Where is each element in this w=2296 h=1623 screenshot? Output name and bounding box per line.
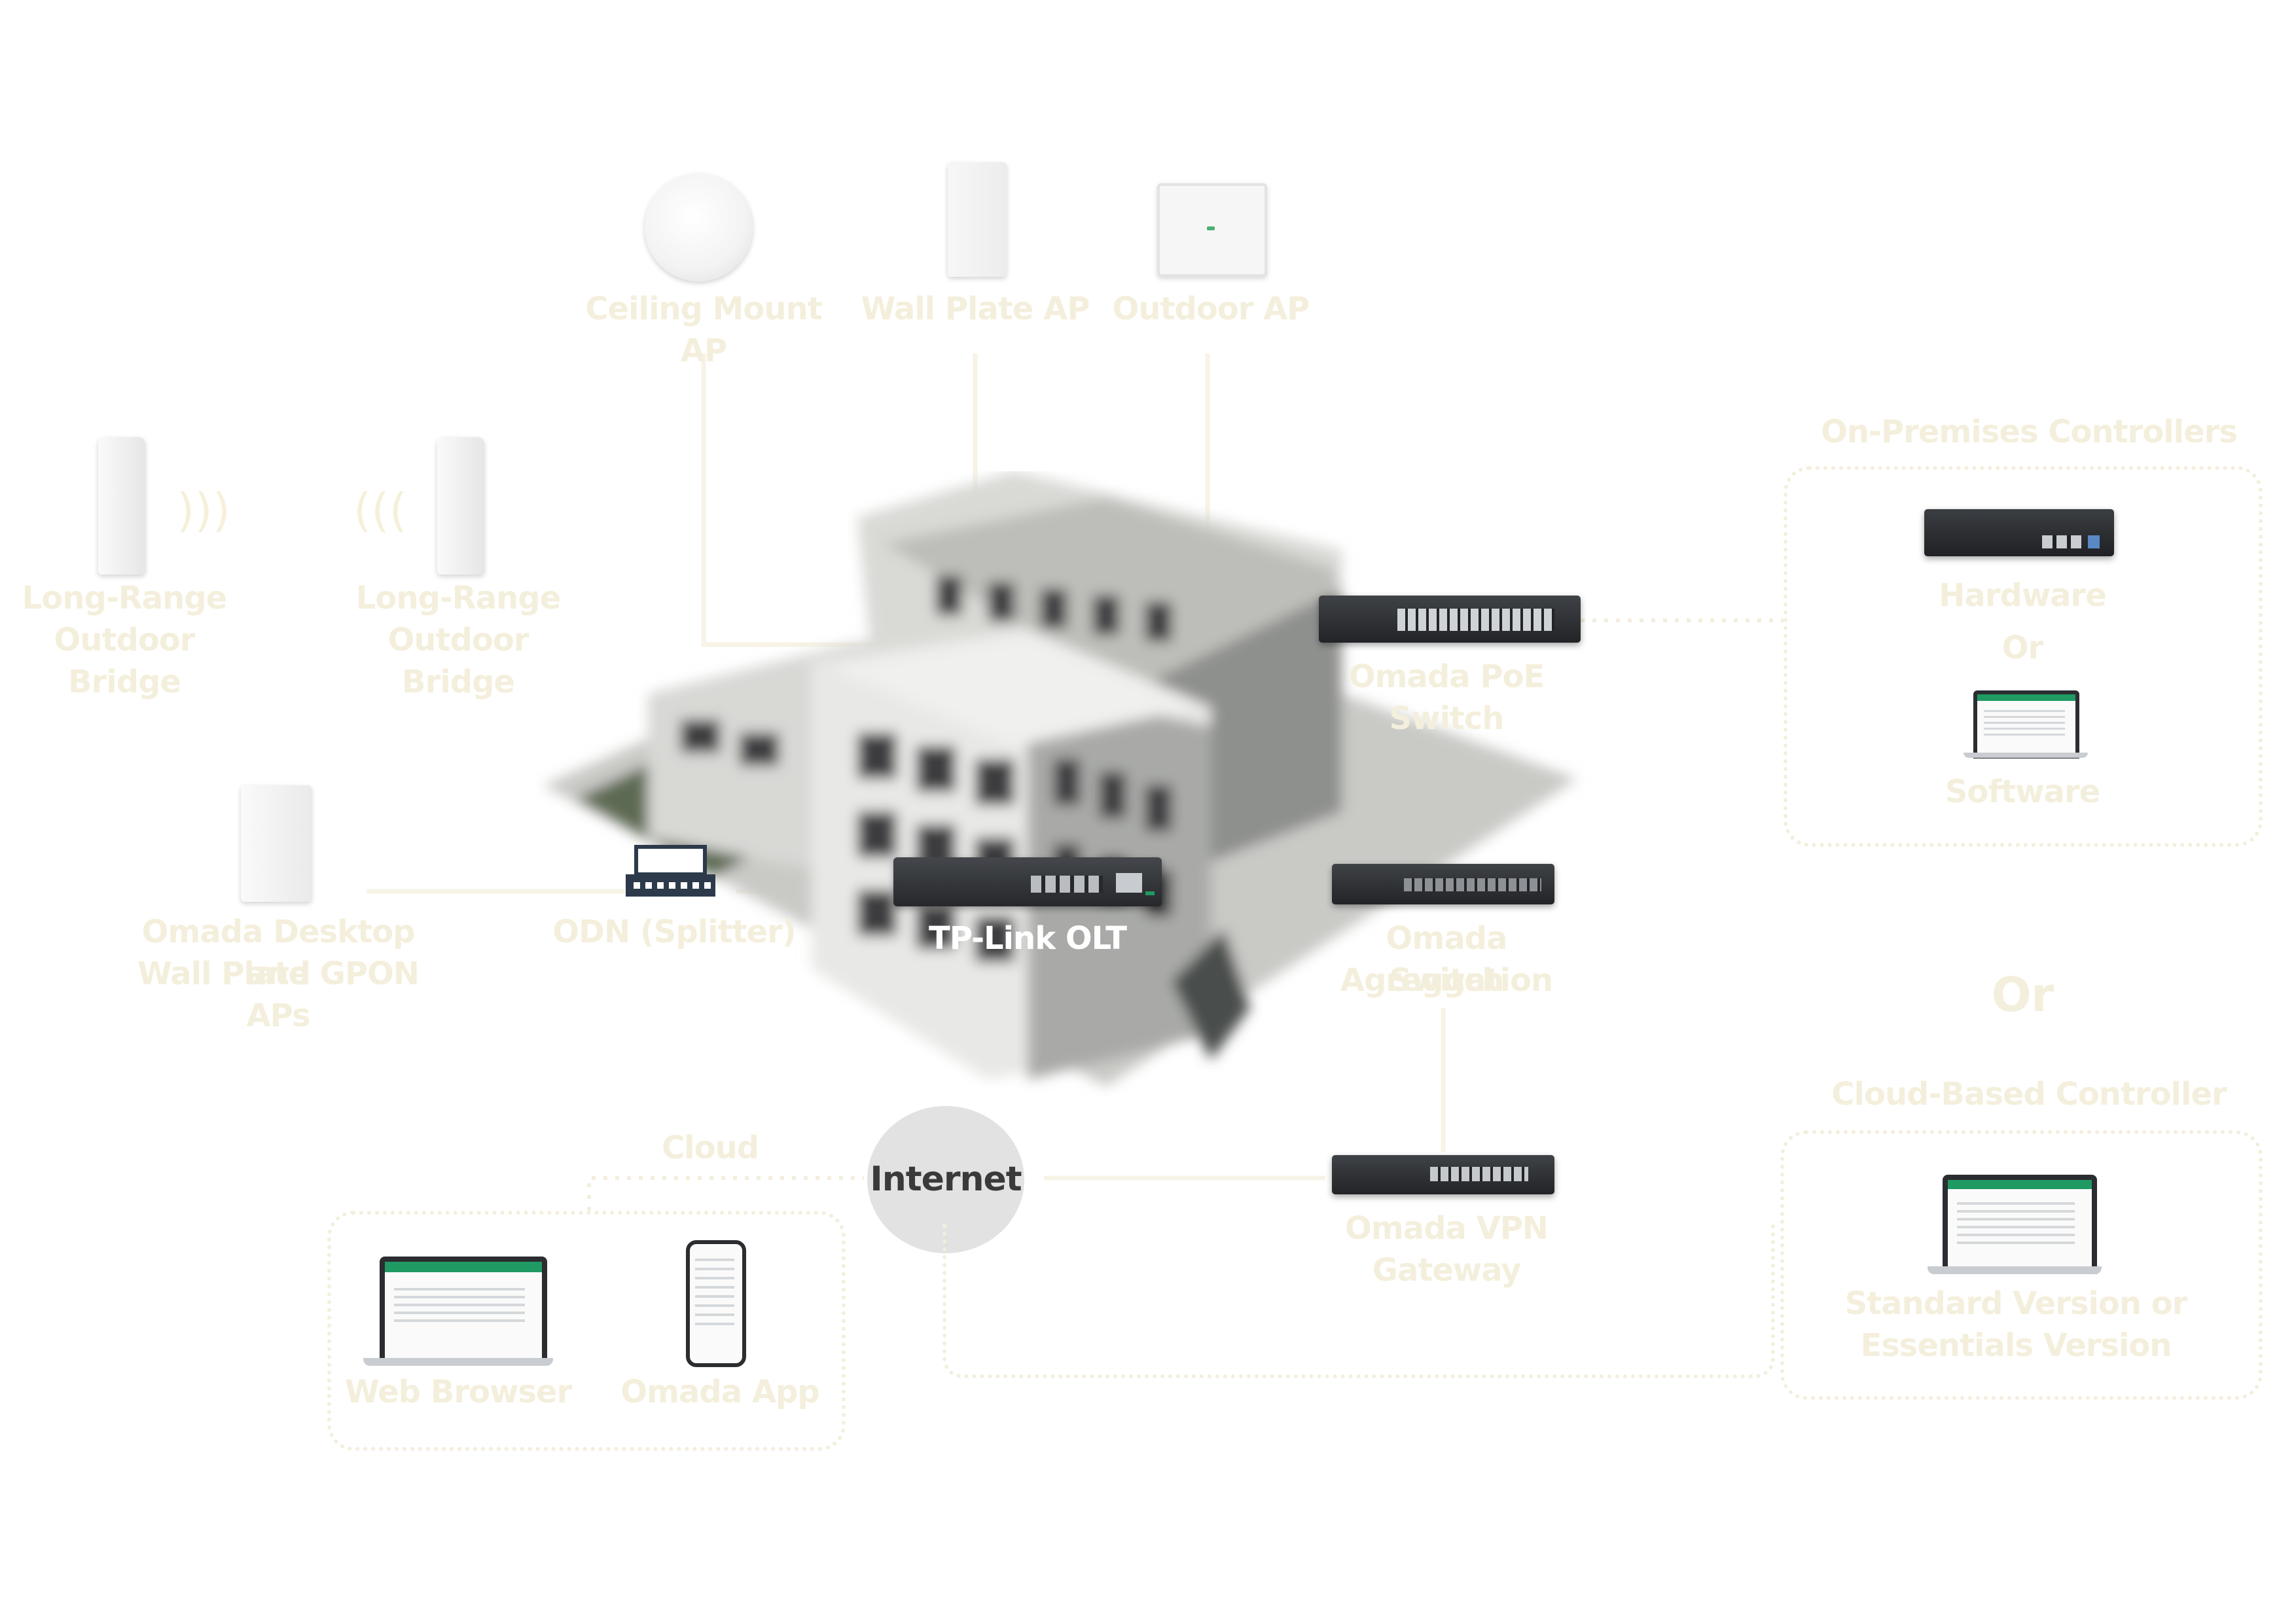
laptop-base <box>1928 1266 2102 1274</box>
vpn-gateway-label-1: Omada VPN <box>1344 1210 1549 1247</box>
software-label: Software <box>1945 774 2100 810</box>
cloud-label: Cloud <box>661 1130 759 1166</box>
cloud-box <box>327 1211 846 1451</box>
cloud-controller-title: Cloud-Based Controller <box>1831 1076 2227 1113</box>
poe-switch-label-1: Omada PoE <box>1348 658 1545 695</box>
cloud-controller-box <box>1780 1130 2263 1400</box>
hardware-label: Hardware <box>1939 577 2107 614</box>
wifi-signal-icon: ))) <box>177 484 230 537</box>
bridge-left-label-1: Long-Range <box>22 580 227 616</box>
or-big-label: Or <box>1991 967 2054 1022</box>
gpon-ap-label-1: Omada Desktop and <box>141 914 416 992</box>
aggregation-switch-icon <box>1332 864 1554 904</box>
hardware-controller-icon <box>1924 509 2114 556</box>
on-prem-box <box>1784 466 2263 847</box>
vpn-gateway-icon <box>1332 1155 1554 1194</box>
outdoor-ap-label: Outdoor AP <box>1112 291 1310 327</box>
ceiling-ap-label: Ceiling Mount AP <box>585 291 822 369</box>
line-cloud-internet <box>587 1176 864 1211</box>
olt-icon <box>893 857 1162 906</box>
outdoor-bridge-icon <box>437 437 484 575</box>
phone-icon <box>686 1240 746 1367</box>
gpon-ap-label-2: Wall Plate GPON APs <box>137 955 420 1034</box>
vpn-gateway-label-2: Gateway <box>1372 1252 1522 1289</box>
web-browser-label: Web Browser <box>344 1374 572 1410</box>
gateway-box <box>942 1224 1775 1378</box>
or-small-label: Or <box>2001 630 2043 666</box>
laptop-icon <box>380 1257 547 1366</box>
laptop-base <box>363 1358 553 1366</box>
internet-label: Internet <box>870 1160 1022 1199</box>
wifi-signal-icon: ((( <box>353 484 407 537</box>
outdoor-ap-icon <box>1157 183 1267 277</box>
laptop-icon <box>1973 690 2079 758</box>
agg-switch-label-1: Omada Agreggation <box>1340 920 1553 999</box>
gpon-ap-icon <box>241 785 312 902</box>
outdoor-bridge-icon <box>98 437 145 575</box>
on-prem-title: On-Premises Controllers <box>1821 414 2238 450</box>
laptop-base <box>1964 753 2088 758</box>
bridge-right-label-2: Outdoor Bridge <box>387 622 529 700</box>
omada-app-label: Omada App <box>620 1374 820 1410</box>
agg-switch-label-2: Switch <box>1389 962 1505 999</box>
essentials-version-label-2: Essentials Version <box>1860 1327 2172 1364</box>
poe-switch-label-2: Switch <box>1389 700 1505 737</box>
bridge-right-label-1: Long-Range <box>355 580 561 616</box>
wall-plate-ap-label: Wall Plate AP <box>861 291 1090 327</box>
bridge-left-label-2: Outdoor Bridge <box>54 622 196 700</box>
wall-plate-ap-icon <box>948 162 1007 277</box>
ceiling-ap-icon <box>645 173 753 281</box>
olt-label: TP-Link OLT <box>928 920 1127 957</box>
laptop-icon <box>1943 1175 2097 1274</box>
building-illustration <box>543 471 1577 1086</box>
odn-label: ODN (Splitter) <box>552 914 796 950</box>
standard-version-label-1: Standard Version or <box>1844 1285 2188 1322</box>
poe-switch-icon <box>1319 596 1581 643</box>
splitter-icon <box>626 845 715 897</box>
